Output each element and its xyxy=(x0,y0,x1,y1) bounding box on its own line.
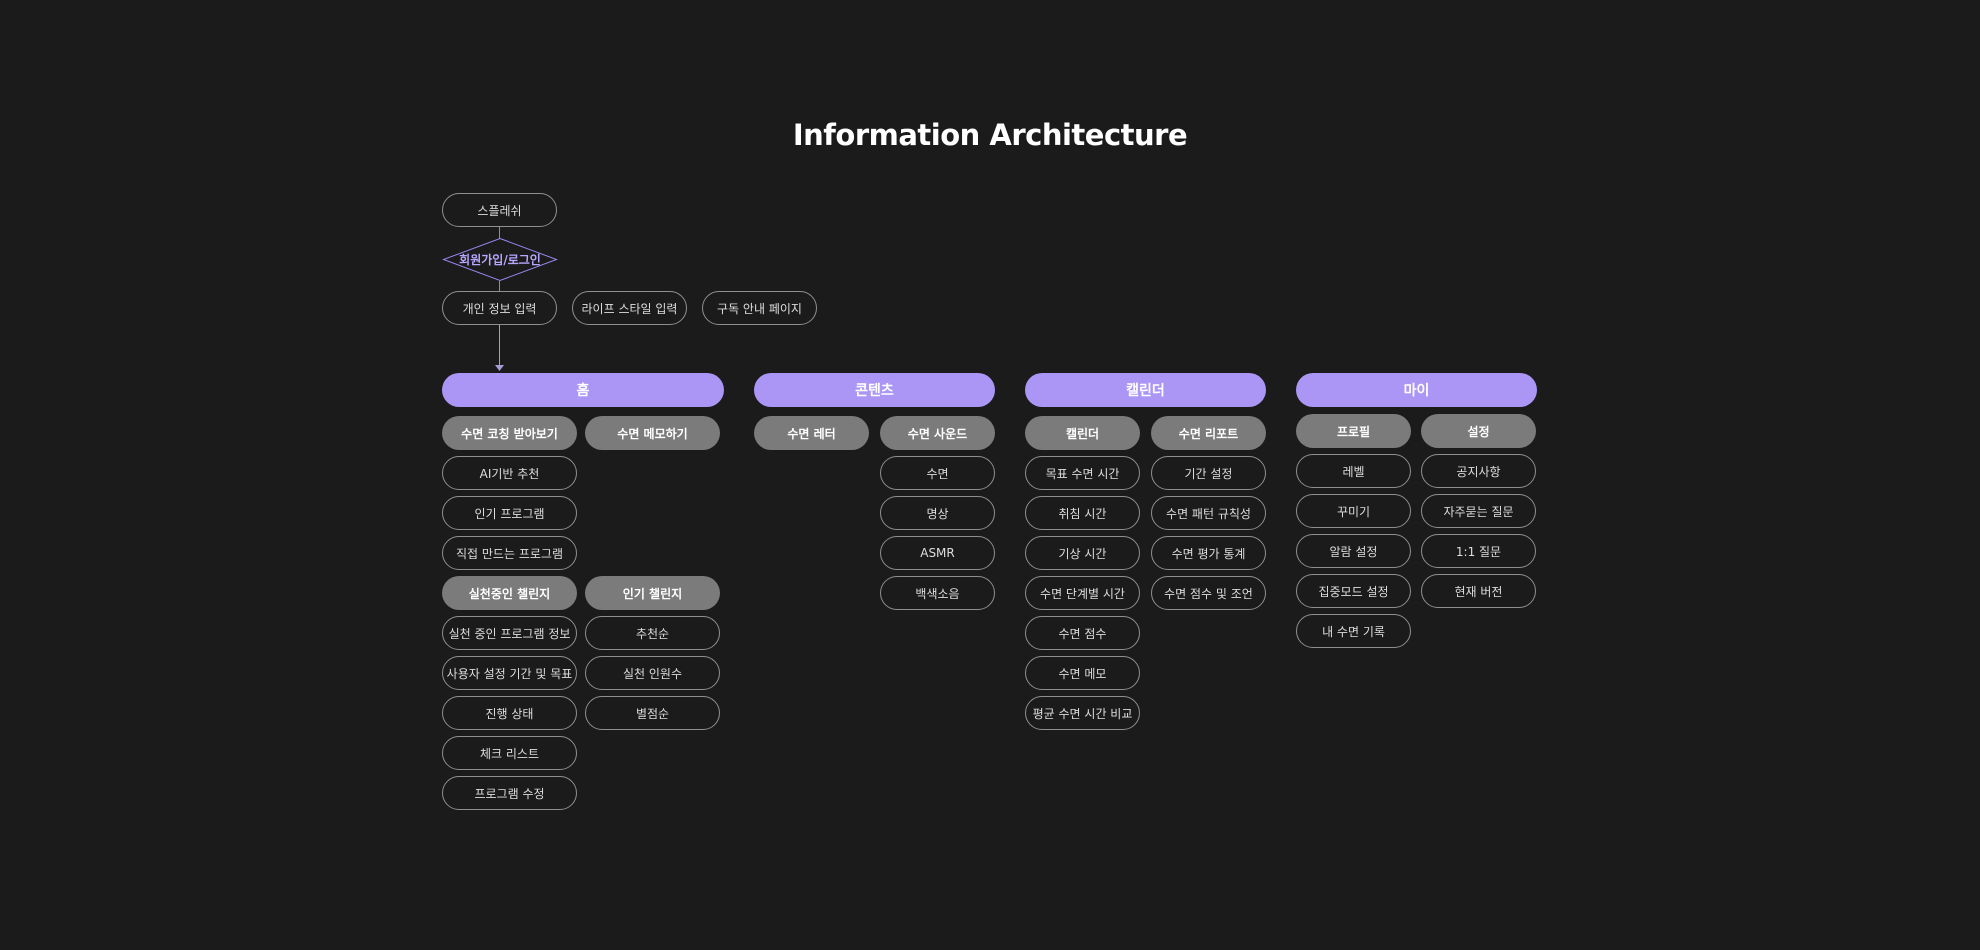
sound-item: ASMR xyxy=(880,536,995,570)
popular-challenge-item: 실천 인원수 xyxy=(585,656,720,690)
report-item: 수면 점수 및 조언 xyxy=(1151,576,1266,610)
active-challenge-item: 프로그램 수정 xyxy=(442,776,577,810)
calendar-item: 수면 단계별 시간 xyxy=(1025,576,1140,610)
connector-line xyxy=(499,281,500,292)
connector-line xyxy=(499,325,500,369)
my-profile: 프로필 xyxy=(1296,414,1411,448)
calendar-item: 평균 수면 시간 비교 xyxy=(1025,696,1140,730)
active-challenge-item: 사용자 설정 기간 및 목표 xyxy=(442,656,577,690)
home-coaching-item: 직접 만드는 프로그램 xyxy=(442,536,577,570)
report-item: 기간 설정 xyxy=(1151,456,1266,490)
splash-node: 스플레쉬 xyxy=(442,193,557,227)
profile-item: 레벨 xyxy=(1296,454,1411,488)
my-settings: 설정 xyxy=(1421,414,1536,448)
settings-item: 1:1 질문 xyxy=(1421,534,1536,568)
section-contents: 콘텐츠 xyxy=(754,373,995,407)
arrow-down-icon xyxy=(495,365,504,371)
signup-login-diamond xyxy=(442,237,558,282)
connector-line xyxy=(499,227,500,239)
home-coaching-item: 인기 프로그램 xyxy=(442,496,577,530)
active-challenge-item: 진행 상태 xyxy=(442,696,577,730)
profile-item: 꾸미기 xyxy=(1296,494,1411,528)
active-challenge-item: 체크 리스트 xyxy=(442,736,577,770)
sound-item: 명상 xyxy=(880,496,995,530)
contents-sound: 수면 사운드 xyxy=(880,416,995,450)
active-challenge-item: 실천 중인 프로그램 정보 xyxy=(442,616,577,650)
calendar-item: 수면 점수 xyxy=(1025,616,1140,650)
settings-item: 공지사항 xyxy=(1421,454,1536,488)
section-my: 마이 xyxy=(1296,373,1537,407)
profile-item: 알람 설정 xyxy=(1296,534,1411,568)
popular-challenge-item: 별점순 xyxy=(585,696,720,730)
signup-login-label: 회원가입/로그인 xyxy=(459,253,541,267)
home-coaching-item: AI기반 추천 xyxy=(442,456,577,490)
popular-challenge-item: 추천순 xyxy=(585,616,720,650)
personal-info-node: 개인 정보 입력 xyxy=(442,291,557,325)
sound-item: 수면 xyxy=(880,456,995,490)
home-popular-challenge: 인기 챌린지 xyxy=(585,576,720,610)
home-memo: 수면 메모하기 xyxy=(585,416,720,450)
report-item: 수면 패턴 규칙성 xyxy=(1151,496,1266,530)
report-item: 수면 평가 통계 xyxy=(1151,536,1266,570)
section-calendar: 캘린더 xyxy=(1025,373,1266,407)
calendar-item: 취침 시간 xyxy=(1025,496,1140,530)
calendar-item: 목표 수면 시간 xyxy=(1025,456,1140,490)
calendar-item: 기상 시간 xyxy=(1025,536,1140,570)
home-coaching: 수면 코칭 받아보기 xyxy=(442,416,577,450)
sound-item: 백색소음 xyxy=(880,576,995,610)
lifestyle-node: 라이프 스타일 입력 xyxy=(572,291,687,325)
settings-item: 자주묻는 질문 xyxy=(1421,494,1536,528)
home-active-challenge: 실천중인 챌린지 xyxy=(442,576,577,610)
calendar-report: 수면 리포트 xyxy=(1151,416,1266,450)
profile-item: 내 수면 기록 xyxy=(1296,614,1411,648)
calendar-calendar: 캘린더 xyxy=(1025,416,1140,450)
contents-letter: 수면 레터 xyxy=(754,416,869,450)
page-title: Information Architecture xyxy=(792,118,1188,152)
subscription-node: 구독 안내 페이지 xyxy=(702,291,817,325)
section-home: 홈 xyxy=(442,373,724,407)
profile-item: 집중모드 설정 xyxy=(1296,574,1411,608)
calendar-item: 수면 메모 xyxy=(1025,656,1140,690)
settings-item: 현재 버전 xyxy=(1421,574,1536,608)
